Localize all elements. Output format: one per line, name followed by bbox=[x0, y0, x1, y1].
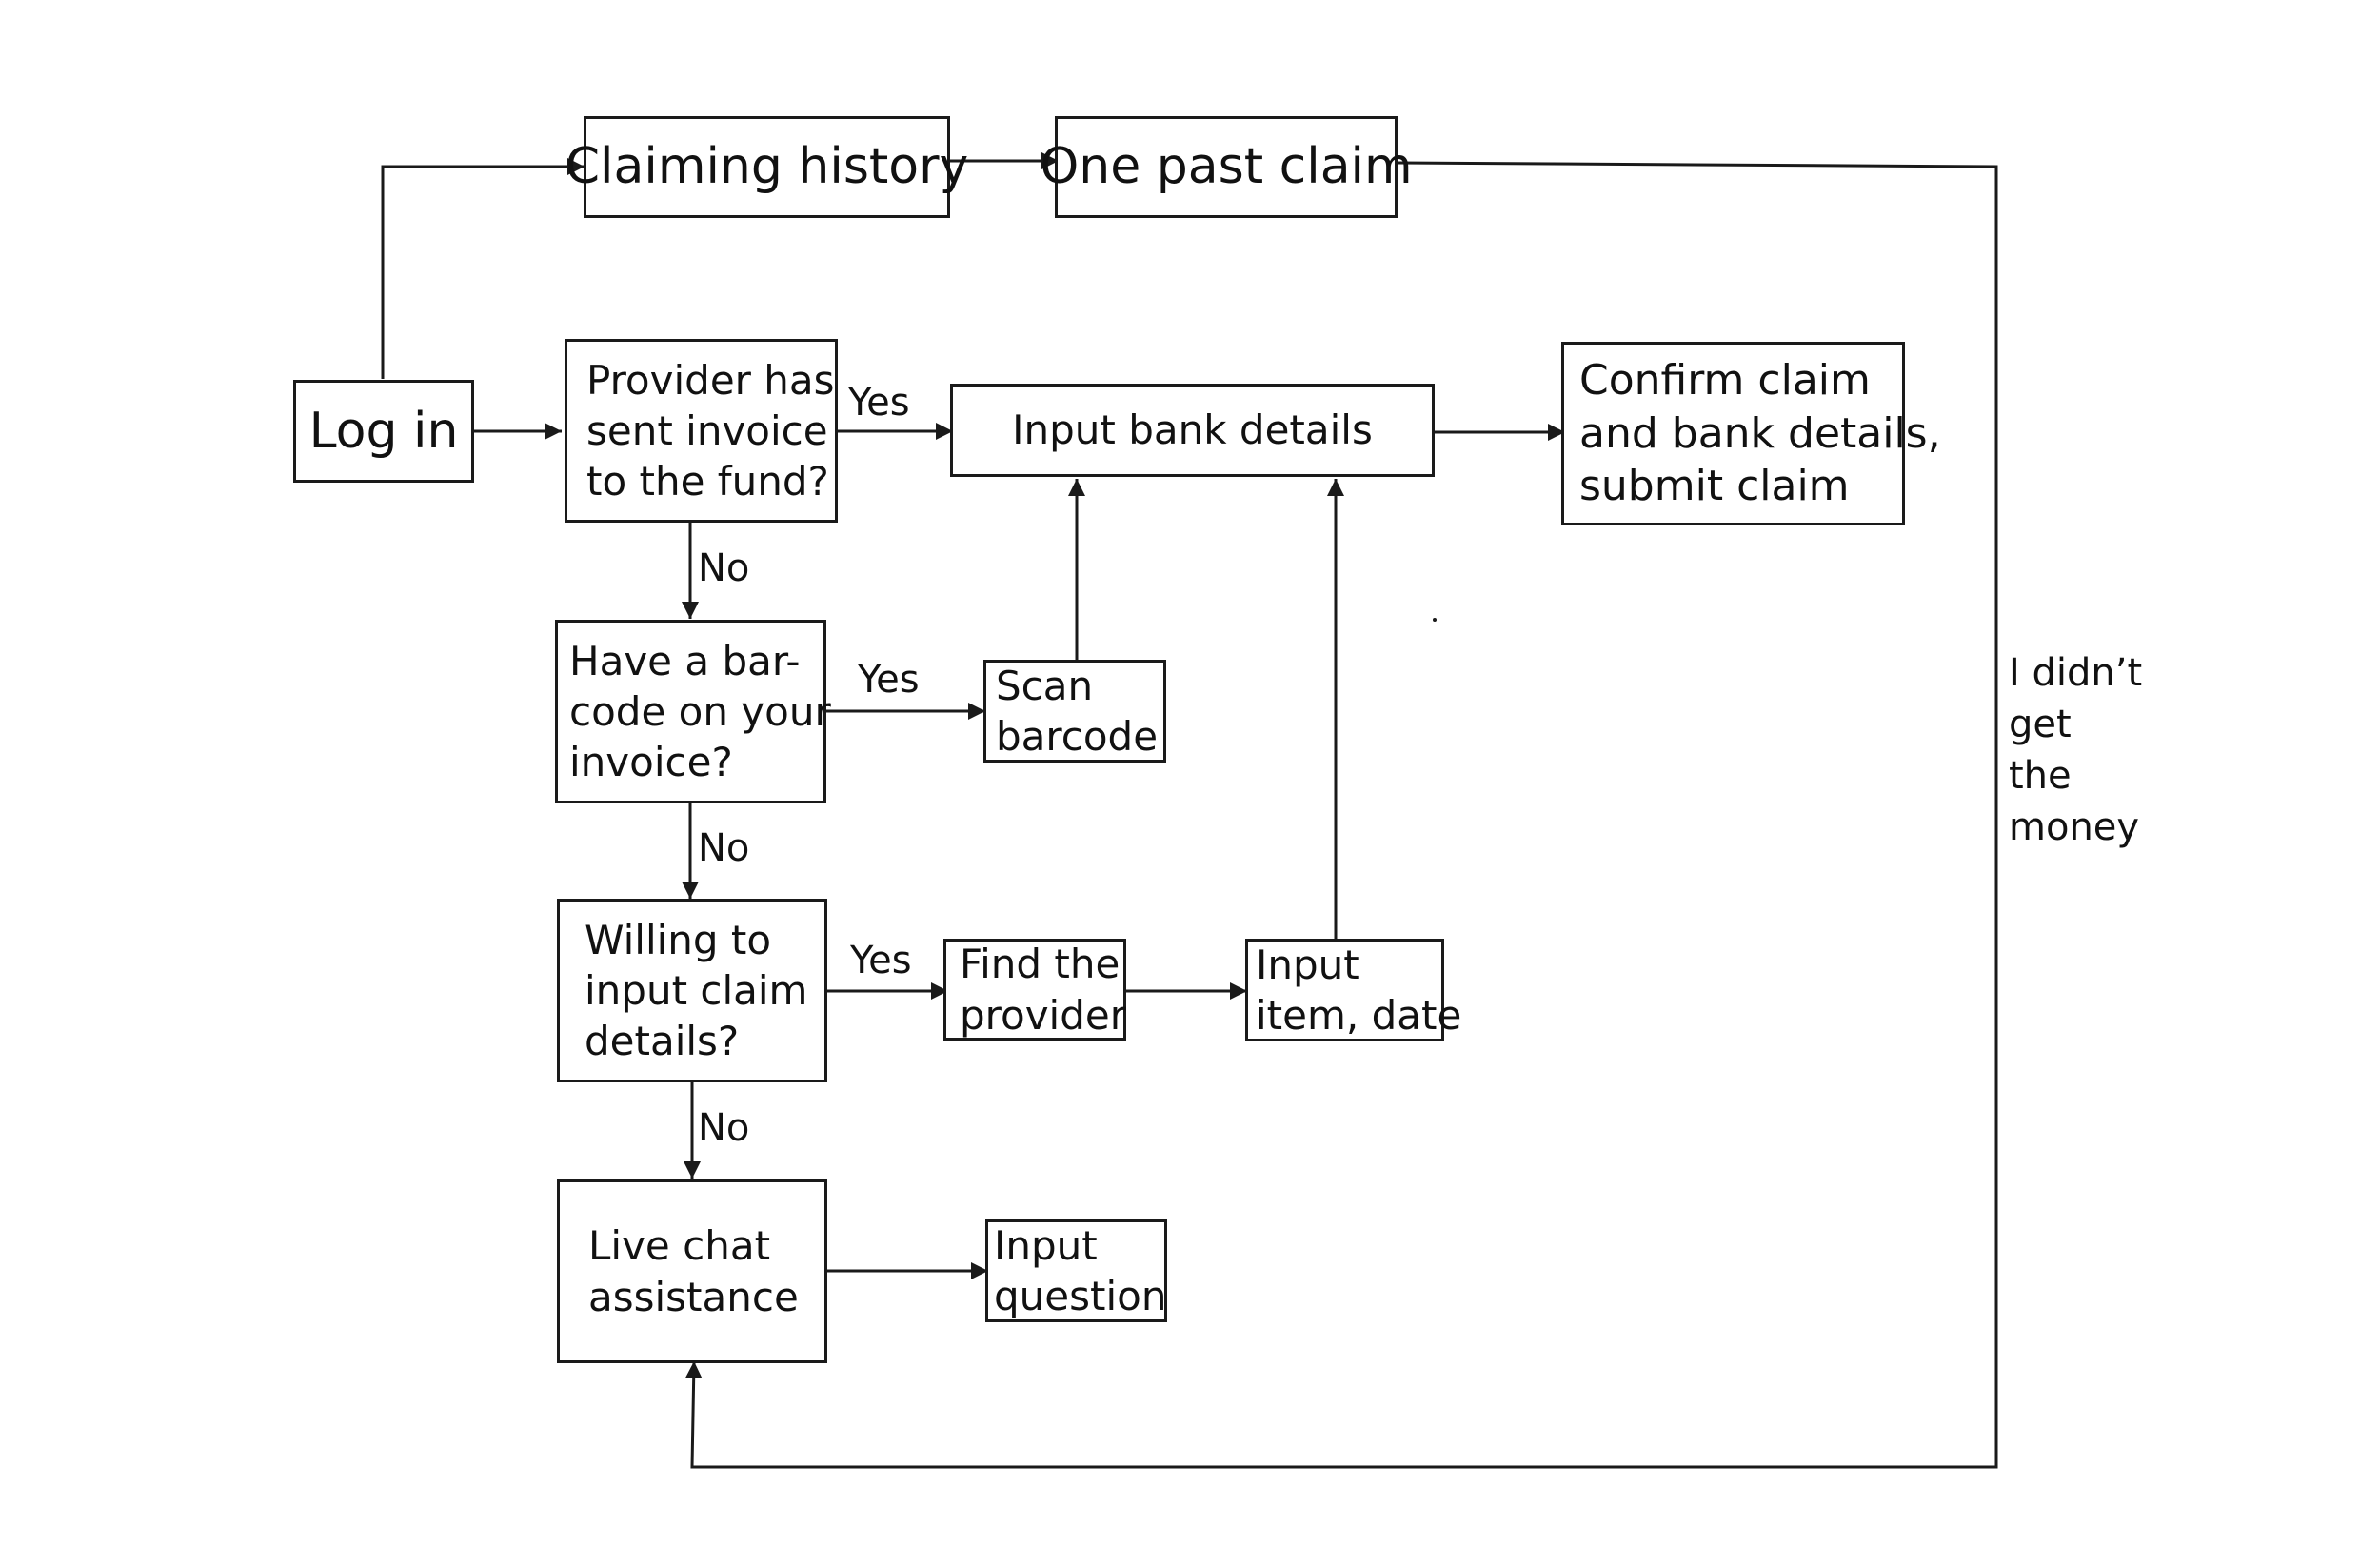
live-chat-node[interactable]: Live chat assistance bbox=[557, 1179, 827, 1363]
feedback-annotation: I didn’t get the money bbox=[2009, 647, 2142, 853]
claiming-history-label: Claiming history bbox=[565, 138, 969, 196]
provider-sent-invoice-node[interactable]: Provider has sent invoice to the fund? bbox=[565, 339, 838, 523]
have-barcode-node[interactable]: Have a bar- code on your invoice? bbox=[555, 620, 831, 803]
confirm-claim-line-1: Confirm claim bbox=[1579, 355, 1871, 405]
confirm-claim-line-2: and bank details, bbox=[1579, 408, 1941, 458]
willing-input-line-2: input claim bbox=[585, 966, 808, 1014]
annotation-line-3: the bbox=[2009, 754, 2072, 798]
have-barcode-line-1: Have a bar- bbox=[569, 637, 801, 684]
edge-label-yes-barcode: Yes bbox=[858, 658, 920, 702]
edge-label-no-provider: No bbox=[698, 546, 750, 590]
one-past-claim-node[interactable]: One past claim bbox=[1040, 116, 1413, 218]
claiming-history-node[interactable]: Claiming history bbox=[565, 116, 968, 218]
input-question-line-2: question bbox=[994, 1273, 1167, 1319]
provider-question-line-1: Provider has bbox=[586, 356, 835, 404]
confirm-claim-node[interactable]: Confirm claim and bank details, submit c… bbox=[1561, 342, 1941, 525]
annotation-line-4: money bbox=[2009, 805, 2140, 849]
have-barcode-line-3: invoice? bbox=[569, 739, 733, 786]
login-node[interactable]: Log in bbox=[293, 380, 474, 483]
find-provider-line-1: Find the bbox=[960, 941, 1121, 988]
edge-label-yes-willing: Yes bbox=[850, 939, 912, 982]
scan-barcode-line-2: barcode bbox=[996, 713, 1159, 760]
find-provider-line-2: provider bbox=[960, 991, 1126, 1039]
edge-one-past-claim-to-live-chat bbox=[684, 161, 1998, 1469]
scan-barcode-node[interactable]: Scan barcode bbox=[983, 660, 1166, 763]
input-item-date-line-1: Input bbox=[1256, 941, 1359, 988]
input-item-date-line-2: item, date bbox=[1256, 992, 1462, 1039]
stray-dot bbox=[1433, 618, 1437, 622]
input-question-line-1: Input bbox=[994, 1221, 1098, 1269]
find-provider-node[interactable]: Find the provider bbox=[943, 939, 1126, 1041]
confirm-claim-line-3: submit claim bbox=[1579, 462, 1850, 511]
input-bank-details-label: Input bank details bbox=[1012, 406, 1373, 454]
live-chat-line-2: assistance bbox=[588, 1273, 799, 1320]
input-item-date-node[interactable]: Input item, date bbox=[1245, 939, 1461, 1041]
live-chat-line-1: Live chat bbox=[588, 1222, 771, 1270]
annotation-line-2: get bbox=[2009, 703, 2072, 746]
willing-input-line-1: Willing to bbox=[585, 916, 772, 963]
input-bank-details-node[interactable]: Input bank details bbox=[950, 384, 1435, 477]
provider-question-line-2: sent invoice bbox=[586, 406, 828, 454]
one-past-claim-label: One past claim bbox=[1040, 138, 1413, 196]
edge-login-to-claiming-history bbox=[381, 158, 585, 379]
willing-input-node[interactable]: Willing to input claim details? bbox=[557, 899, 827, 1082]
edge-label-no-willing: No bbox=[698, 1106, 750, 1150]
input-question-node[interactable]: Input question bbox=[985, 1219, 1167, 1322]
annotation-line-1: I didn’t bbox=[2009, 651, 2143, 695]
login-label: Log in bbox=[308, 402, 459, 460]
have-barcode-line-2: code on your bbox=[569, 687, 831, 735]
willing-input-line-3: details? bbox=[585, 1018, 740, 1065]
edge-label-yes-provider: Yes bbox=[848, 381, 910, 425]
edge-label-no-barcode: No bbox=[698, 826, 750, 870]
scan-barcode-line-1: Scan bbox=[996, 662, 1094, 709]
provider-question-line-3: to the fund? bbox=[586, 458, 829, 505]
